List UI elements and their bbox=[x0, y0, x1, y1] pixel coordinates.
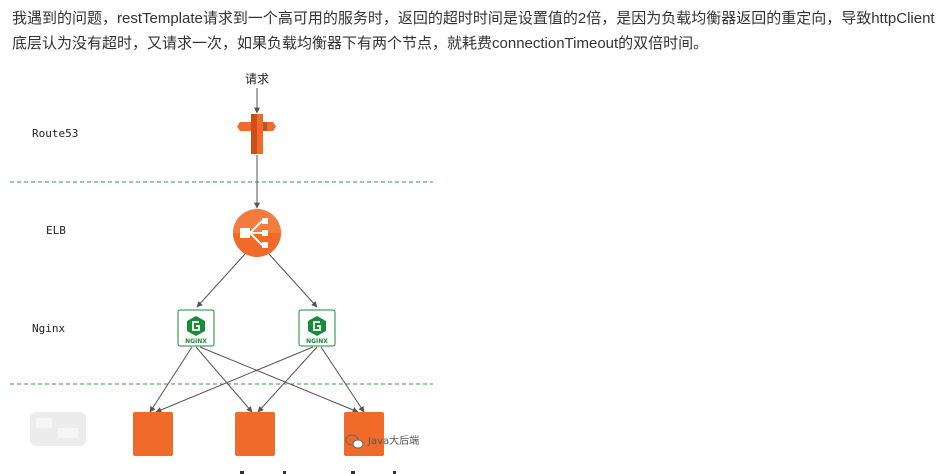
arrow-nginx-left-to-node-2 bbox=[195, 346, 253, 413]
cutoff-mark-1 bbox=[240, 471, 244, 474]
nginx-layer-label: Nginx bbox=[32, 322, 65, 335]
elb-icon bbox=[233, 209, 281, 257]
arrow-elb-to-nginx-right bbox=[268, 253, 318, 308]
backend-node-1 bbox=[133, 412, 173, 456]
arrow-nginx-left-to-node-1 bbox=[149, 346, 193, 413]
route53-icon bbox=[237, 114, 276, 154]
blurred-label-placeholder bbox=[30, 412, 86, 446]
cutoff-mark-3 bbox=[351, 471, 355, 474]
watermark-text: Java大后端 bbox=[367, 434, 419, 447]
cutoff-mark-2 bbox=[283, 471, 286, 474]
nginx-node-left: NGINX bbox=[177, 309, 215, 347]
request-label: 请求 bbox=[245, 72, 269, 86]
route53-layer-label: Route53 bbox=[32, 127, 78, 140]
arrow-nginx-right-to-node-1 bbox=[155, 346, 314, 413]
arrow-nginx-right-to-node-3 bbox=[320, 346, 365, 413]
nginx-node-right: NGINX bbox=[298, 309, 336, 347]
arrow-nginx-left-to-node-3 bbox=[199, 346, 359, 413]
wechat-icon bbox=[345, 434, 364, 449]
cutoff-mark-4 bbox=[393, 471, 396, 474]
backend-node-3 bbox=[344, 412, 384, 456]
arrow-nginx-right-to-node-2 bbox=[257, 346, 318, 413]
description-paragraph: 我遇到的问题，restTemplate请求到一个高可用的服务时，返回的超时时间是… bbox=[12, 10, 935, 52]
wechat-watermark: Java大后端 bbox=[345, 434, 419, 449]
backend-node-2 bbox=[235, 412, 275, 456]
elb-layer-label: ELB bbox=[46, 224, 66, 237]
nginx-badge-right: NGINX bbox=[306, 338, 328, 345]
arrow-elb-to-nginx-left bbox=[196, 253, 246, 308]
nginx-badge-left: NGINX bbox=[185, 338, 207, 345]
